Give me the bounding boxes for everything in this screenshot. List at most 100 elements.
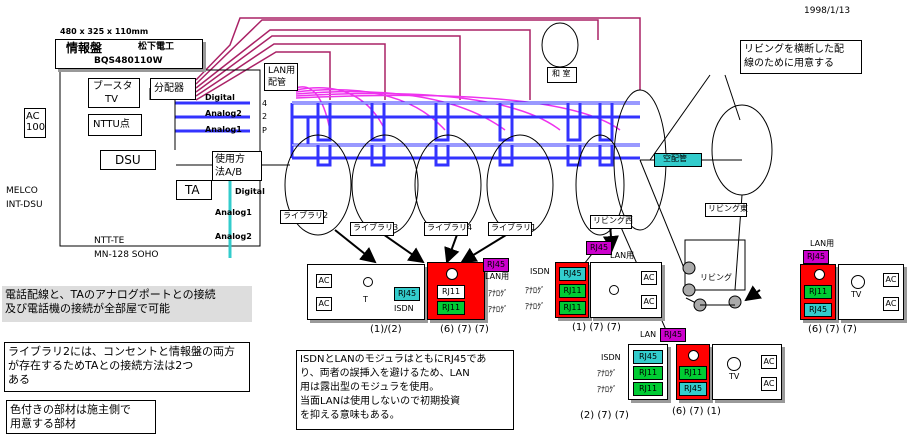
booster-box: ブースタ TV: [88, 78, 140, 108]
p5-rj45b: RJ45: [679, 382, 707, 396]
method-box: 使用方 法A/B: [212, 151, 262, 181]
outlet-panel-5c: TV AC AC: [712, 344, 782, 400]
method-label: 使用方 法A/B: [215, 154, 245, 178]
ac100-label: AC 100: [26, 111, 46, 133]
p2-rj11a: RJ11: [437, 285, 465, 299]
p5-rj11c: RJ11: [679, 366, 707, 380]
p4-rj11a: RJ11: [804, 285, 832, 299]
p5-isdn: ISDN: [601, 353, 621, 362]
p3-analog-a: ｱﾅﾛｸﾞ: [525, 286, 545, 295]
p3-rj45-top: RJ45: [586, 241, 612, 255]
living-label: リビング: [700, 273, 732, 282]
p3-ac: AC: [641, 271, 657, 285]
port-digital: Digital: [205, 93, 235, 102]
p5-ac: AC: [761, 355, 777, 369]
p5-analog-a: ｱﾅﾛｸﾞ: [597, 369, 617, 378]
p4-tv-jack: [851, 275, 865, 289]
lan-cables: [295, 86, 621, 131]
outlet-panel-3a: RJ45 RJ11 RJ11: [555, 262, 589, 318]
p5-rj11b: RJ11: [633, 382, 663, 396]
note-rj45: ISDNとLANのモジュラはともにRJ45であ り、両者の誤挿入を避けるため、L…: [296, 350, 514, 430]
p2-rj11b: RJ11: [437, 301, 465, 315]
panel-model: BQS480110W: [94, 56, 163, 66]
dsu-box: DSU: [100, 150, 156, 170]
panel-title: 情報盤: [66, 41, 103, 55]
port-4: 4: [262, 99, 268, 108]
lib3-label: ライブラリ3: [353, 223, 399, 232]
p5-rj11a: RJ11: [633, 366, 663, 380]
ta-label: TA: [185, 183, 200, 197]
outlet-panel-4b: TV AC AC: [838, 264, 904, 320]
p5-lan-jack: [688, 350, 699, 361]
p1-ac2: AC: [316, 297, 332, 311]
lan-pipe-label: LAN用 配管: [268, 66, 296, 88]
p1-isdn: ISDN: [394, 304, 414, 313]
ta-port-analog1: Analog1: [215, 208, 252, 217]
panel-size: 480 x 325 x 110mm: [60, 27, 149, 36]
p5-lan: LAN: [640, 330, 657, 339]
p3-lan-jack: [609, 285, 619, 295]
lan-pipe-box: LAN用 配管: [264, 63, 298, 91]
living-east-box: リビング東: [705, 203, 748, 217]
tv-cables: [195, 17, 641, 101]
ntt-box: NTTU点: [88, 114, 142, 136]
panel-title-box: 情報盤 松下電工 BQS480110W: [55, 39, 203, 69]
lib1-box: ライブラリ1: [488, 222, 536, 236]
p4-rj45: RJ45: [804, 303, 832, 317]
empty-pipe-label: 空配管: [663, 154, 687, 163]
outlet-panel-4a: RJ11 RJ45: [800, 264, 836, 320]
note-phone-wiring: 電話配線と、TAのアナログポートとの接続 及び電話機の接続が全部屋で可能: [2, 286, 252, 322]
outlet-panel-1: AC AC T RJ45 ISDN: [307, 264, 425, 320]
note-colored-parts: 色付きの部材は施主側で 用意する部材: [6, 400, 156, 434]
lib2-box: ライブラリ2: [280, 210, 328, 224]
p1-ac: AC: [316, 274, 332, 288]
lib3-box: ライブラリ3: [350, 222, 398, 236]
living-west-box: リビング西: [590, 215, 633, 229]
p1-caption: (1)/(2): [370, 324, 402, 335]
p5-tv: TV: [729, 372, 740, 381]
p3-rj11a: RJ11: [559, 284, 586, 298]
p3-isdn: ISDN: [530, 267, 550, 276]
p2-analog-b: ｱﾅﾛｸﾞ: [488, 305, 508, 314]
lib4-box: ライブラリ4: [424, 222, 472, 236]
living-east-label: リビング東: [708, 204, 748, 213]
date-label: 1998/1/13: [804, 6, 851, 16]
booster-tv-label: TV: [105, 94, 118, 105]
p2-lan-jack: [446, 268, 458, 280]
ta-box: TA: [176, 180, 212, 200]
living-note-label: リビングを横断した配 線のために用意する: [744, 44, 844, 69]
p3-ac2: AC: [641, 295, 657, 309]
p4-ac: AC: [883, 273, 899, 287]
panel-maker: 松下電工: [138, 42, 175, 52]
p2-rj45: RJ45: [483, 258, 509, 272]
living-west-label: リビング西: [593, 216, 633, 225]
p5-caption-b: (6) (7) (1): [672, 406, 721, 417]
p5-caption-a: (2) (7) (7): [580, 410, 629, 421]
lib4-label: ライブラリ4: [427, 223, 473, 232]
port-p: P: [262, 126, 267, 135]
p5-tv-jack: [727, 357, 741, 371]
wa-room-label: 和 室: [552, 69, 571, 78]
p4-tv: TV: [851, 290, 862, 299]
p5-rj45-top: RJ45: [660, 328, 686, 342]
outlet-panel-2: RJ11 RJ11: [427, 262, 485, 320]
p3-lan: LAN用: [610, 251, 635, 260]
ac100-box: AC 100: [24, 108, 46, 138]
melco-label: MELCO INT-DSU: [6, 186, 43, 210]
port-analog2: Analog2: [205, 109, 242, 118]
empty-pipe-box: 空配管: [654, 153, 702, 167]
p2-caption: (6) (7) (7): [440, 324, 489, 335]
p3-caption: (1) (7) (7): [572, 322, 621, 333]
outlet-panel-5a: RJ45 RJ11 RJ11: [628, 344, 668, 400]
living-nodes: [682, 261, 742, 312]
p4-lan: LAN用: [810, 239, 835, 248]
living-note-box: リビングを横断した配 線のために用意する: [740, 40, 862, 74]
p5-ac2: AC: [761, 377, 777, 391]
port-2: 2: [262, 112, 268, 121]
dsu-label: DSU: [115, 153, 141, 167]
room-ellipses: [284, 22, 773, 236]
ntt-te-label: NTT-TE MN-128 SOHO: [94, 236, 159, 260]
note-library2: ライブラリ2には、コンセントと情報盤の両方 が存在するためTAとの接続方法は2つ…: [4, 342, 250, 392]
p4-caption: (6) (7) (7): [808, 324, 857, 335]
room-drops: [316, 103, 614, 167]
